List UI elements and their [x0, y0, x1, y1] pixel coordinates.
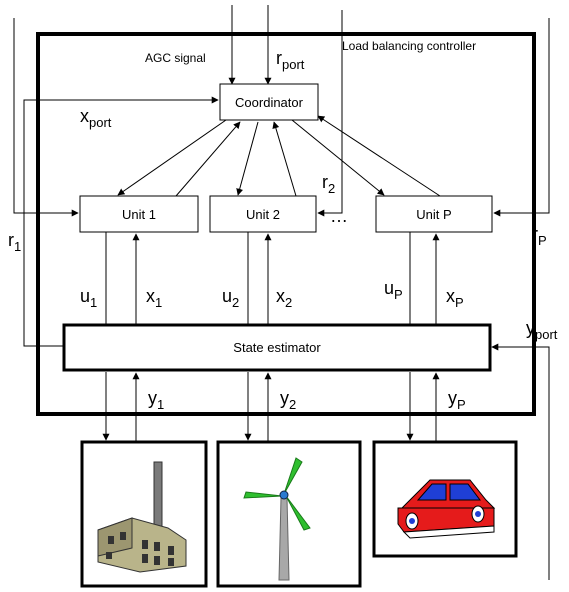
u1-label: u1	[80, 286, 97, 310]
coord-to-unit2	[236, 121, 259, 196]
x2-label: x2	[276, 286, 292, 310]
y2-label: y2	[280, 388, 296, 412]
x-port-label: xport	[80, 106, 112, 130]
agc-signal-label: AGC signal	[145, 51, 206, 65]
coordinator-label: Coordinator	[235, 95, 304, 110]
r-port-label: rport	[276, 48, 305, 72]
controller-box	[36, 32, 536, 416]
unit-2-label: Unit 2	[246, 207, 280, 222]
unit-1-box	[79, 195, 199, 233]
unit-p-label: Unit P	[416, 207, 451, 222]
power-plant-icon	[97, 461, 187, 573]
r1-label: r1	[8, 230, 21, 254]
unit1-to-coord	[175, 121, 241, 197]
unit-p-box	[375, 195, 493, 233]
coord-to-unit1	[117, 119, 227, 196]
coord-to-unitp	[291, 119, 385, 196]
rp-arrow	[493, 18, 550, 217]
unitp-to-coord	[317, 115, 441, 197]
electric-car-icon	[397, 479, 496, 539]
x1-label: x1	[146, 286, 162, 310]
xp-label: xP	[446, 286, 464, 310]
unit-2-box	[209, 195, 317, 233]
yp-label: yP	[448, 388, 466, 412]
y-port-line	[491, 343, 550, 580]
state-estimator-label: State estimator	[233, 340, 321, 355]
up-label: uP	[384, 278, 403, 302]
state-estimator-box	[62, 323, 492, 372]
y-port-label: yport	[526, 318, 558, 342]
controller-title: Load balancing controller	[342, 39, 476, 53]
units-ellipsis: …	[330, 206, 348, 226]
wind-turbine-icon	[243, 457, 311, 581]
u2-label: u2	[222, 286, 239, 310]
y1-label: y1	[148, 388, 164, 412]
r2-arrow	[317, 10, 343, 217]
r1-arrow	[13, 18, 79, 217]
coordinator-box	[219, 83, 319, 121]
r2-label: r2	[322, 172, 335, 196]
rp-label: rP	[532, 224, 547, 248]
unit2-to-coord	[272, 121, 297, 197]
x-port-line	[23, 96, 219, 347]
unit-1-label: Unit 1	[122, 207, 156, 222]
